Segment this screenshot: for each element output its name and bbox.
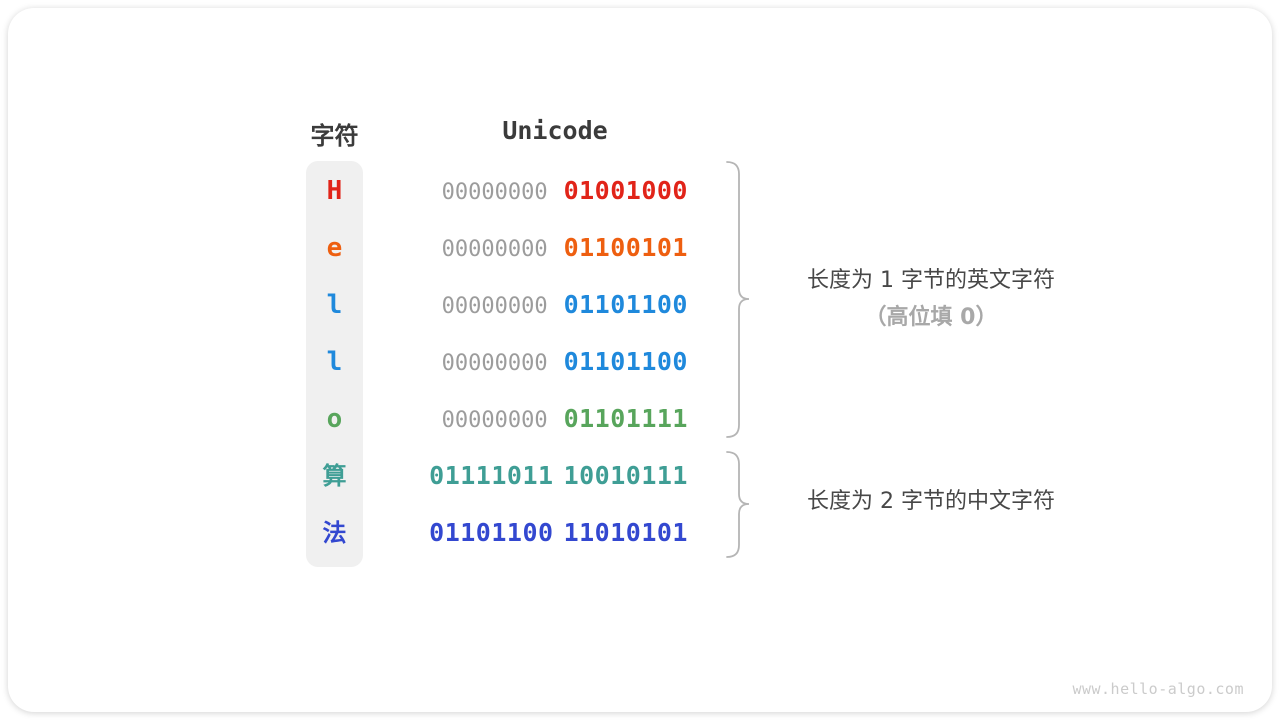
- brace-chinese-group-icon: [726, 451, 750, 558]
- annotation-english-line2: （高位填 0）: [864, 305, 998, 330]
- unicode-byte-high: 01101100: [429, 517, 554, 547]
- annotation-english: 长度为 1 字节的英文字符 （高位填 0）: [770, 266, 1092, 333]
- annotation-english-line1: 长度为 1 字节的英文字符: [807, 268, 1055, 293]
- char-column-background: [306, 161, 363, 567]
- annotation-chinese: 长度为 2 字节的中文字符: [807, 489, 1055, 514]
- unicode-binary: 01111011 10010111: [422, 460, 688, 489]
- brace-english-group-icon: [726, 161, 750, 438]
- unicode-binary: 00000000 01001000: [422, 175, 688, 204]
- table-row: 法 01101100 11010101: [0, 504, 1280, 561]
- unicode-binary: 00000000 01101111: [422, 403, 688, 432]
- encoding-rows: H 00000000 01001000 e 00000000 01100101 l 00000…: [0, 162, 1280, 561]
- unicode-binary: 00000000 01100101: [422, 232, 688, 261]
- table-row: 算 01111011 10010111: [0, 447, 1280, 504]
- table-row: l 00000000 01101100: [0, 333, 1280, 390]
- char-cell: 法: [322, 518, 347, 547]
- unicode-byte-high: 00000000: [441, 179, 548, 205]
- table-row: e 00000000 01100101: [0, 219, 1280, 276]
- unicode-byte-low: 01101100: [563, 289, 688, 319]
- watermark: www.hello-algo.com: [1072, 680, 1244, 698]
- unicode-binary: 01101100 11010101: [422, 517, 688, 546]
- table-row: H 00000000 01001000: [0, 162, 1280, 219]
- figure-card: [8, 8, 1272, 712]
- char-cell: e: [326, 232, 343, 263]
- unicode-byte-low: 01100101: [563, 232, 688, 262]
- column-header-char: 字符: [310, 122, 359, 150]
- char-cell: l: [326, 346, 343, 377]
- char-cell: 算: [322, 461, 347, 490]
- unicode-binary: 00000000 01101100: [422, 346, 688, 375]
- table-row: l 00000000 01101100: [0, 276, 1280, 333]
- char-cell: H: [326, 175, 343, 206]
- unicode-byte-low: 01101111: [563, 403, 688, 433]
- unicode-byte-high: 01111011: [429, 460, 554, 490]
- unicode-byte-high: 00000000: [441, 407, 548, 433]
- column-header-unicode: Unicode: [502, 116, 608, 145]
- unicode-binary: 00000000 01101100: [422, 289, 688, 318]
- char-cell: l: [326, 289, 343, 320]
- unicode-byte-high: 00000000: [441, 236, 548, 262]
- table-row: o 00000000 01101111: [0, 390, 1280, 447]
- unicode-byte-low: 01001000: [563, 175, 688, 205]
- unicode-byte-high: 00000000: [441, 350, 548, 376]
- char-cell: o: [326, 403, 343, 434]
- unicode-byte-low: 01101100: [563, 346, 688, 376]
- unicode-byte-high: 00000000: [441, 293, 548, 319]
- unicode-byte-low: 10010111: [563, 460, 688, 490]
- unicode-byte-low: 11010101: [563, 517, 688, 547]
